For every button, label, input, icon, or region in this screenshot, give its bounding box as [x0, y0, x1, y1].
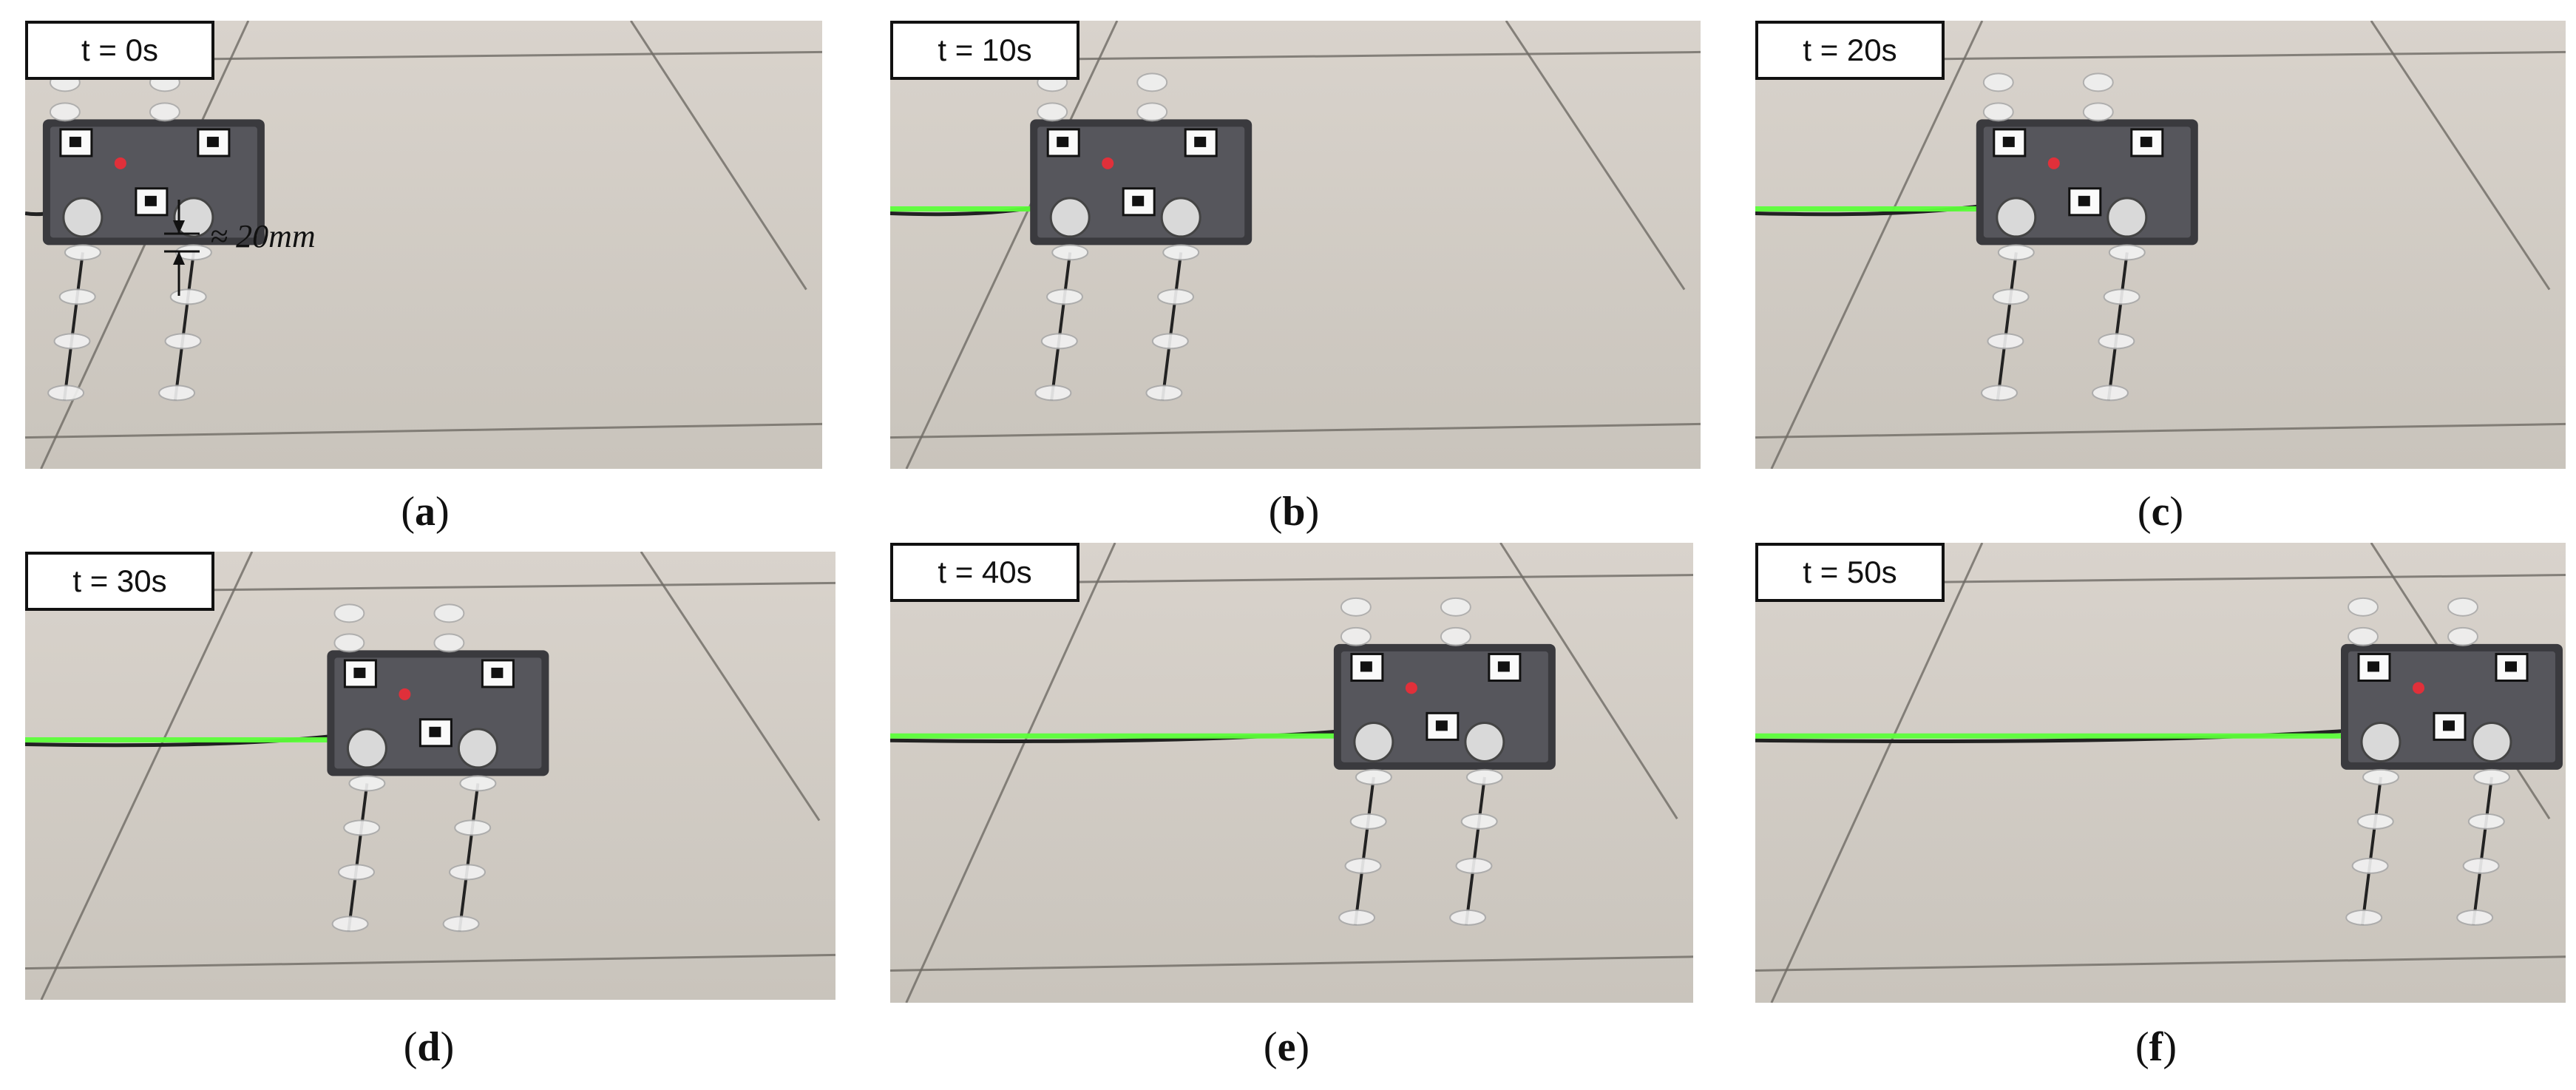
panel-e: t = 40s [890, 543, 1693, 1003]
scene-d [25, 552, 835, 1000]
caption-c: (c) [2137, 489, 2184, 535]
dimension-marker [164, 200, 200, 296]
caption-b: (b) [1268, 489, 1320, 535]
panel-b: t = 10s [890, 21, 1701, 469]
time-label-f: t = 50s [1755, 543, 1945, 602]
panel-c: t = 20s [1755, 21, 2566, 469]
caption-d: (d) [403, 1024, 455, 1070]
panel-a: t = 0s [25, 21, 822, 469]
time-label-c: t = 20s [1755, 21, 1945, 80]
scene-c [1755, 21, 2566, 469]
caption-a: (a) [401, 489, 450, 535]
time-label-d: t = 30s [25, 552, 214, 611]
scene-a [25, 21, 822, 469]
scene-f [1755, 543, 2566, 1003]
time-label-e: t = 40s [890, 543, 1079, 602]
time-label-a: t = 0s [25, 21, 214, 80]
scene-e [890, 543, 1693, 1003]
panel-d: t = 30s [25, 552, 835, 1000]
time-label-b: t = 10s [890, 21, 1079, 80]
scene-b [890, 21, 1701, 469]
dimension-annotation: ≈ 20mm [210, 218, 316, 254]
caption-f: (f) [2135, 1024, 2177, 1070]
panel-f: t = 50s [1755, 543, 2566, 1003]
caption-e: (e) [1263, 1024, 1310, 1070]
